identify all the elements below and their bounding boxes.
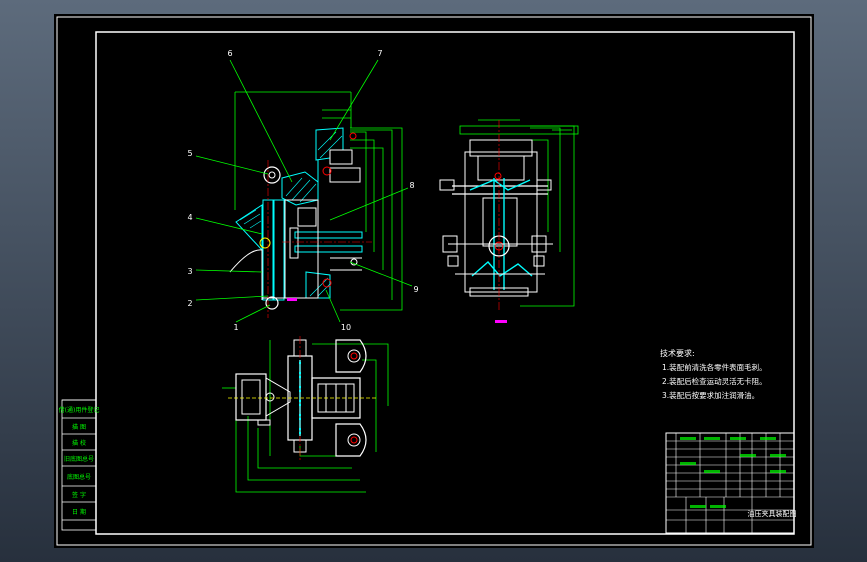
title-block: 油压夹具装配图 xyxy=(665,432,797,534)
balloon-5: 5 xyxy=(187,149,192,158)
balloon-4: 4 xyxy=(187,213,192,222)
tech-req-line-3: 3.装配后按要求加注润滑油。 xyxy=(662,390,759,400)
top-pin-circle xyxy=(263,166,281,184)
balloon-2: 2 xyxy=(187,299,192,308)
tb-cell-mark xyxy=(760,437,776,440)
red-center-bottom xyxy=(322,278,332,288)
yellow-pivot xyxy=(259,237,271,249)
tech-req-line-1: 1.装配前清洗各零件表面毛刺。 xyxy=(662,362,767,372)
tb-cell-mark xyxy=(704,470,720,473)
top-pin-hole xyxy=(268,171,276,179)
part-leaders xyxy=(195,59,413,323)
balloon-3: 3 xyxy=(187,267,192,276)
paper-sheet xyxy=(54,14,814,548)
stamp-row-2: 描 校 xyxy=(72,439,86,447)
tb-cell-mark xyxy=(740,454,756,457)
tb-cell-mark xyxy=(680,462,696,465)
technical-requirements: 技术要求: 1.装配前清洗各零件表面毛刺。 2.装配后检查运动灵活无卡阻。 3.装配后… xyxy=(660,348,767,400)
tb-cell-mark xyxy=(730,437,746,440)
balloon-9: 9 xyxy=(413,285,418,294)
tb-cell-mark xyxy=(770,470,786,473)
stamp-row-0: 借(通)用件登记 xyxy=(59,406,100,414)
stamp-row-6: 日 期 xyxy=(72,508,86,516)
outer-border xyxy=(56,16,812,546)
tb-cell-mark xyxy=(704,437,720,440)
tb-cell-mark xyxy=(680,437,696,440)
red-center-top xyxy=(322,166,332,176)
tb-cell-mark xyxy=(770,454,786,457)
front-section-view xyxy=(229,91,403,318)
right-vertical-dims xyxy=(340,127,403,311)
tb-cell-mark xyxy=(690,505,706,508)
tech-req-heading: 技术要求: xyxy=(660,348,695,358)
bottom-nut xyxy=(265,296,279,310)
balloon-8: 8 xyxy=(409,181,414,190)
red-center-corner xyxy=(349,132,357,140)
stamp-row-5: 签 字 xyxy=(72,491,86,499)
hatch-lines xyxy=(239,131,343,297)
stamp-row-4: 底图总号 xyxy=(67,473,91,481)
top-plan-view xyxy=(222,336,389,493)
balloon-labels: 1 2 3 4 5 6 7 8 9 10 xyxy=(187,49,418,332)
balloon-1: 1 xyxy=(233,323,238,332)
balloon-6: 6 xyxy=(227,49,232,58)
inner-border xyxy=(95,31,795,535)
balloon-7: 7 xyxy=(377,49,382,58)
section-mark xyxy=(287,298,297,301)
stamp-row-1: 描 图 xyxy=(72,423,86,431)
tech-req-line-2: 2.装配后检查运动灵活无卡阻。 xyxy=(662,376,767,386)
drawing-name: 油压夹具装配图 xyxy=(748,509,797,518)
side-view xyxy=(439,119,579,323)
stamp-row-3: 旧底图总号 xyxy=(64,455,94,463)
balloon-10: 10 xyxy=(341,323,351,332)
tb-cell-mark xyxy=(710,505,726,508)
